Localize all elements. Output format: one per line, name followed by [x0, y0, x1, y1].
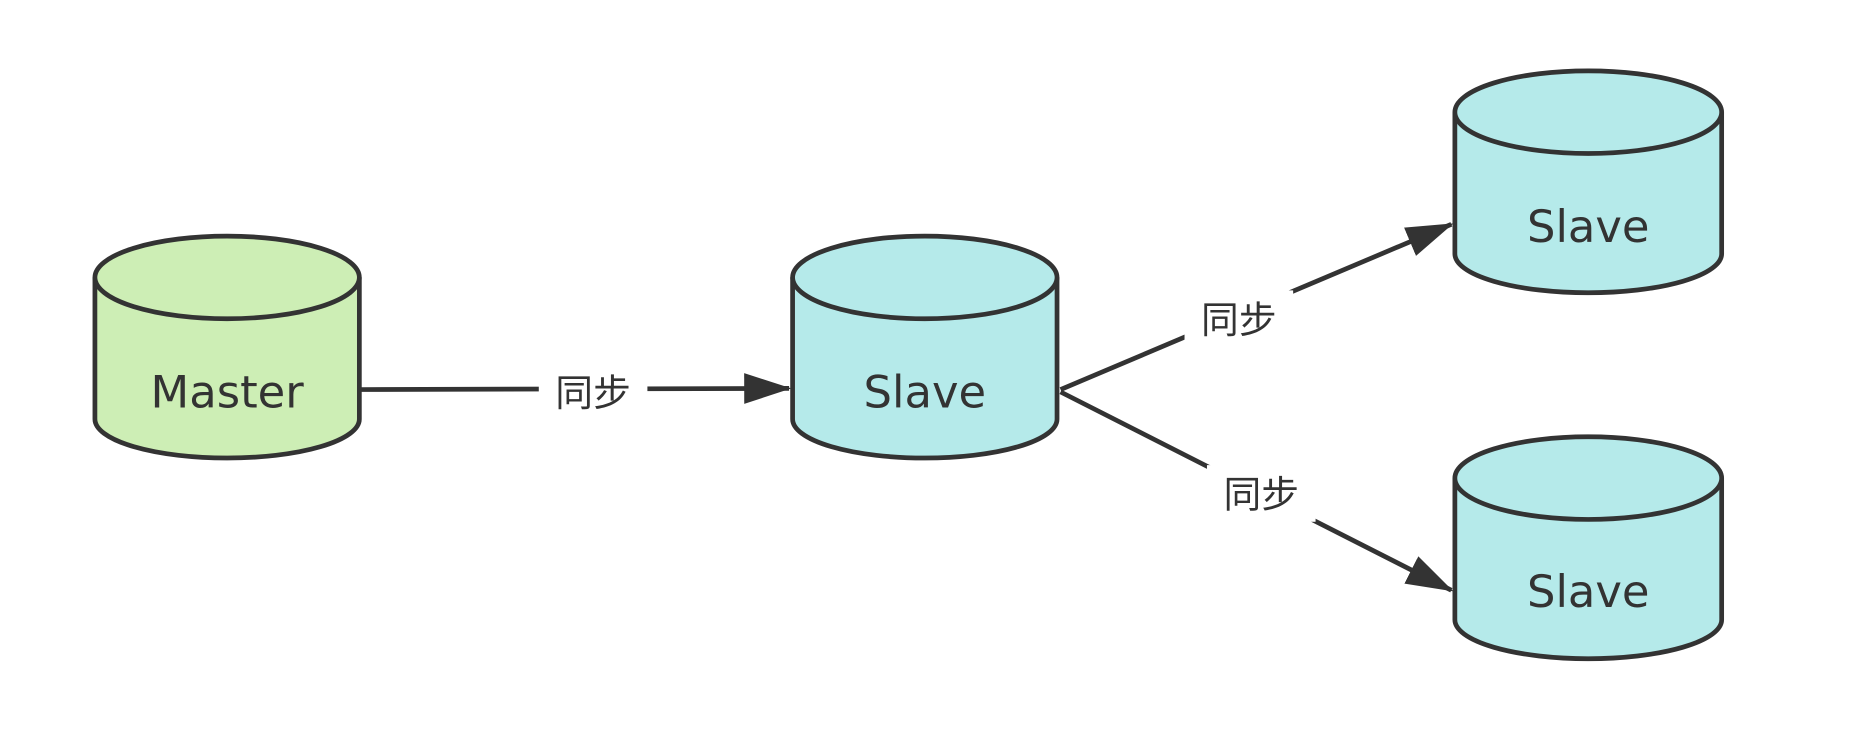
slave-database-cylinder: Slave: [1452, 68, 1725, 296]
slave-database-cylinder: Slave: [790, 233, 1060, 461]
node-label: Master: [151, 365, 305, 418]
master-database-cylinder: Master: [92, 233, 362, 461]
edge-slave1-to-slave3: 同步: [1059, 389, 1454, 593]
edge-label: 同步: [1223, 473, 1299, 517]
edge-slave1-to-slave2: 同步: [1059, 222, 1454, 392]
edge-label: 同步: [555, 371, 631, 415]
node-label: Slave: [1527, 200, 1650, 253]
edge-master-to-slave1: 同步: [360, 363, 792, 421]
node-label: Slave: [1527, 565, 1650, 618]
node-label: Slave: [864, 365, 987, 418]
slave-database-cylinder: Slave: [1452, 434, 1725, 662]
edge-label: 同步: [1201, 298, 1277, 342]
